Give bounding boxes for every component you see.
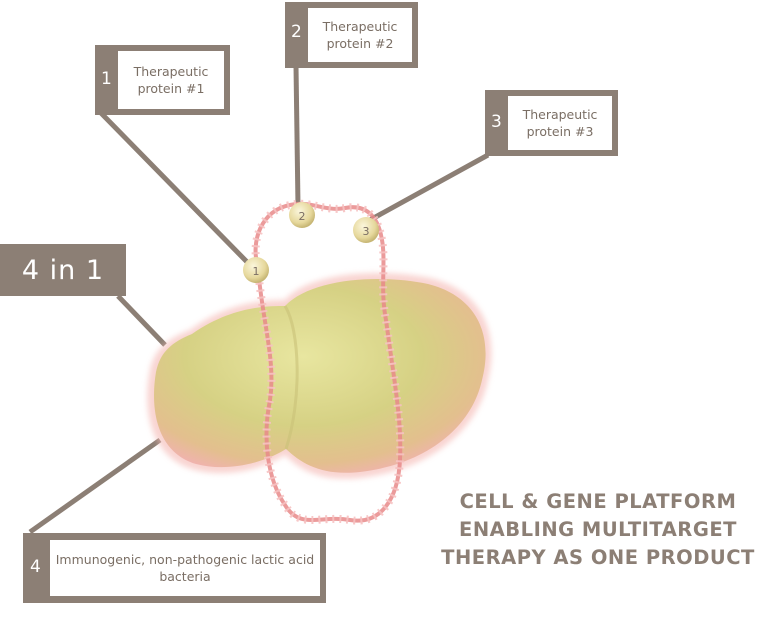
protein-bead-3: 3 (353, 217, 379, 243)
callout-label-3: Therapeutic protein #3 (508, 96, 612, 150)
bead-label-2: 2 (299, 210, 306, 223)
protein-bead-1: 1 (243, 257, 269, 283)
tagline-line-2: ENABLING MULTITARGET (459, 518, 737, 541)
callout-protein-1: 1 Therapeutic protein #1 (95, 45, 230, 115)
callout-number-1: 1 (101, 69, 112, 89)
dna-plasmid (251, 199, 405, 525)
callout-label-1: Therapeutic protein #1 (118, 51, 224, 109)
callout-connectors (28, 65, 490, 535)
tagline-line-3: THERAPY AS ONE PRODUCT (441, 546, 755, 569)
callout-protein-2: 2 Therapeutic protein #2 (285, 2, 418, 68)
bead-label-1: 1 (253, 265, 260, 278)
tagline-line-1: CELL & GENE PLATFORM (459, 490, 737, 513)
callout-bacteria: 4 Immunogenic, non-pathogenic lactic aci… (23, 533, 326, 603)
callout-number-4: 4 (30, 557, 41, 577)
callout-number-3: 3 (491, 112, 502, 132)
callout-label-4: Immunogenic, non-pathogenic lactic acid … (50, 540, 320, 596)
bacterium-cell (147, 273, 492, 479)
bead-label-3: 3 (363, 225, 370, 238)
platform-tagline: CELL & GENE PLATFORM ENABLING MULTITARGE… (438, 488, 758, 572)
protein-bead-2: 2 (289, 202, 315, 228)
callout-number-2: 2 (291, 22, 302, 42)
four-in-one-badge: 4 in 1 (0, 244, 126, 296)
callout-label-2: Therapeutic protein #2 (308, 8, 412, 62)
callout-protein-3: 3 Therapeutic protein #3 (485, 90, 618, 156)
